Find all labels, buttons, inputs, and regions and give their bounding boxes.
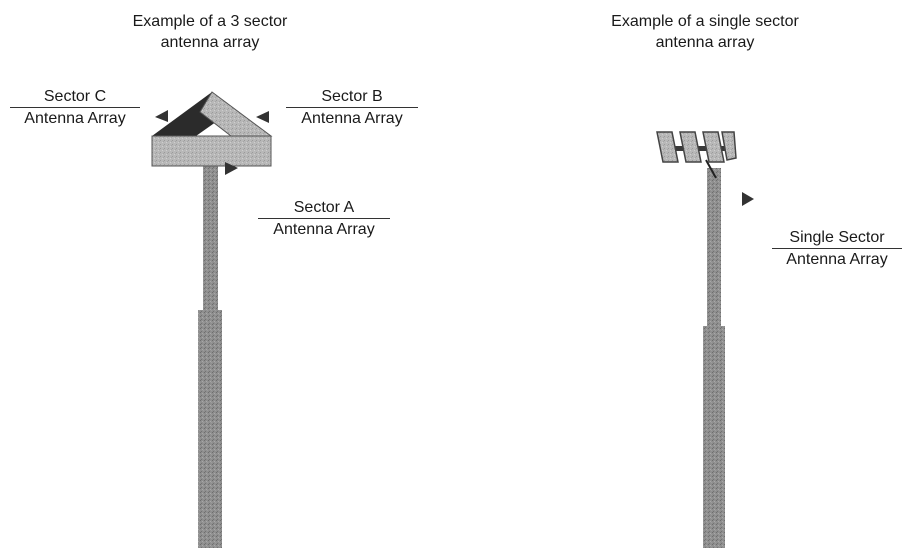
mast-upper-section [203, 163, 218, 313]
single-sector-pointer [742, 192, 754, 206]
single-sector-caption-line1: Example of a single sector [611, 13, 799, 30]
mast-lower-section [198, 310, 222, 548]
three-sector-antenna-head [151, 91, 273, 167]
sector-c-label: Sector C Antenna Array [10, 87, 140, 128]
single-sector-label-line1: Single Sector [772, 228, 902, 249]
sector-a-label-line1: Sector A [258, 198, 390, 219]
sector-b-pointer [256, 111, 269, 123]
sector-b-label: Sector B Antenna Array [286, 87, 418, 128]
three-sector-caption-line2: antenna array [160, 34, 260, 51]
sector-c-pointer [155, 110, 168, 122]
sector-c-label-line1: Sector C [10, 87, 140, 108]
sector-b-label-line2: Antenna Array [301, 110, 403, 127]
single-sector-mast [703, 168, 725, 548]
single-sector-caption-line2: antenna array [655, 34, 755, 51]
single-sector-label-line2: Antenna Array [786, 251, 888, 268]
three-sector-mast [198, 163, 222, 548]
single-mast-lower [703, 326, 725, 548]
antenna-panel-3 [702, 131, 725, 163]
single-sector-label: Single Sector Antenna Array [772, 228, 902, 269]
sector-c-label-line2: Antenna Array [24, 110, 126, 127]
antenna-panel-4 [721, 131, 737, 161]
antenna-panel-1 [656, 131, 679, 163]
feed-line [705, 159, 717, 179]
head-notch [204, 126, 220, 136]
three-sector-caption-line1: Example of a 3 sector [132, 13, 288, 30]
antenna-panel-2 [679, 131, 702, 163]
single-sector-antenna [656, 131, 737, 179]
single-mast-upper [707, 168, 721, 328]
three-sector-caption: Example of a 3 sector antenna array [100, 11, 320, 53]
sector-a-pointer [225, 162, 238, 175]
sector-a-label-line2: Antenna Array [273, 221, 375, 238]
sector-b-label-line1: Sector B [286, 87, 418, 108]
sector-a-panel [151, 135, 272, 167]
sector-a-label: Sector A Antenna Array [258, 198, 390, 239]
single-sector-caption: Example of a single sector antenna array [590, 11, 820, 53]
